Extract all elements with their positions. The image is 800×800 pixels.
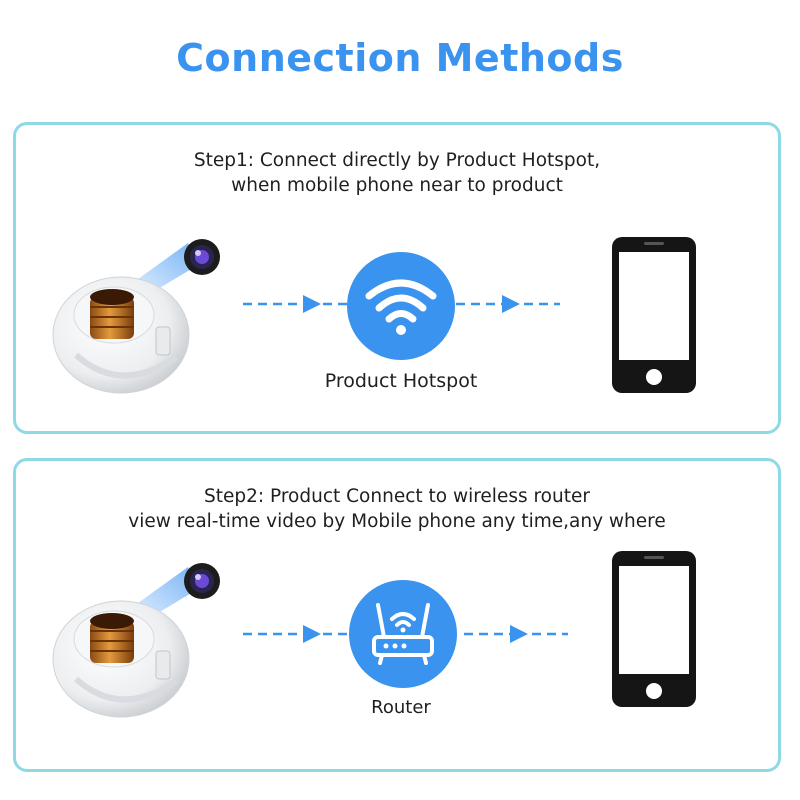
flow-arrow — [243, 295, 349, 313]
step1-panel: Step1: Connect directly by Product Hotsp… — [13, 122, 781, 434]
step1-text: Step1: Connect directly by Product Hotsp… — [16, 148, 778, 198]
flow-arrow — [456, 295, 560, 313]
router-label: Router — [371, 697, 431, 718]
camera-bulb-socket-device — [52, 563, 220, 718]
wifi-hotspot-circle — [347, 252, 455, 360]
flow-arrow — [243, 625, 349, 643]
smartphone-icon — [612, 551, 696, 707]
page-title: Connection Methods — [176, 36, 624, 80]
step2-line1: Step2: Product Connect to wireless route… — [204, 486, 590, 507]
router-icon — [372, 603, 434, 665]
step1-line1: Step1: Connect directly by Product Hotsp… — [193, 150, 601, 171]
step2-panel: Step2: Product Connect to wireless route… — [13, 458, 781, 772]
wifi-icon — [365, 279, 437, 335]
hotspot-label: Product Hotspot — [324, 370, 478, 392]
flow-arrow — [464, 625, 568, 643]
step2-text: Step2: Product Connect to wireless route… — [16, 484, 778, 534]
step2-line2: view real-time video by Mobile phone any… — [128, 511, 666, 532]
step1-line2: when mobile phone near to product — [231, 175, 563, 196]
router-circle — [349, 580, 457, 688]
camera-bulb-socket-device — [52, 239, 220, 394]
smartphone-icon — [612, 237, 696, 393]
